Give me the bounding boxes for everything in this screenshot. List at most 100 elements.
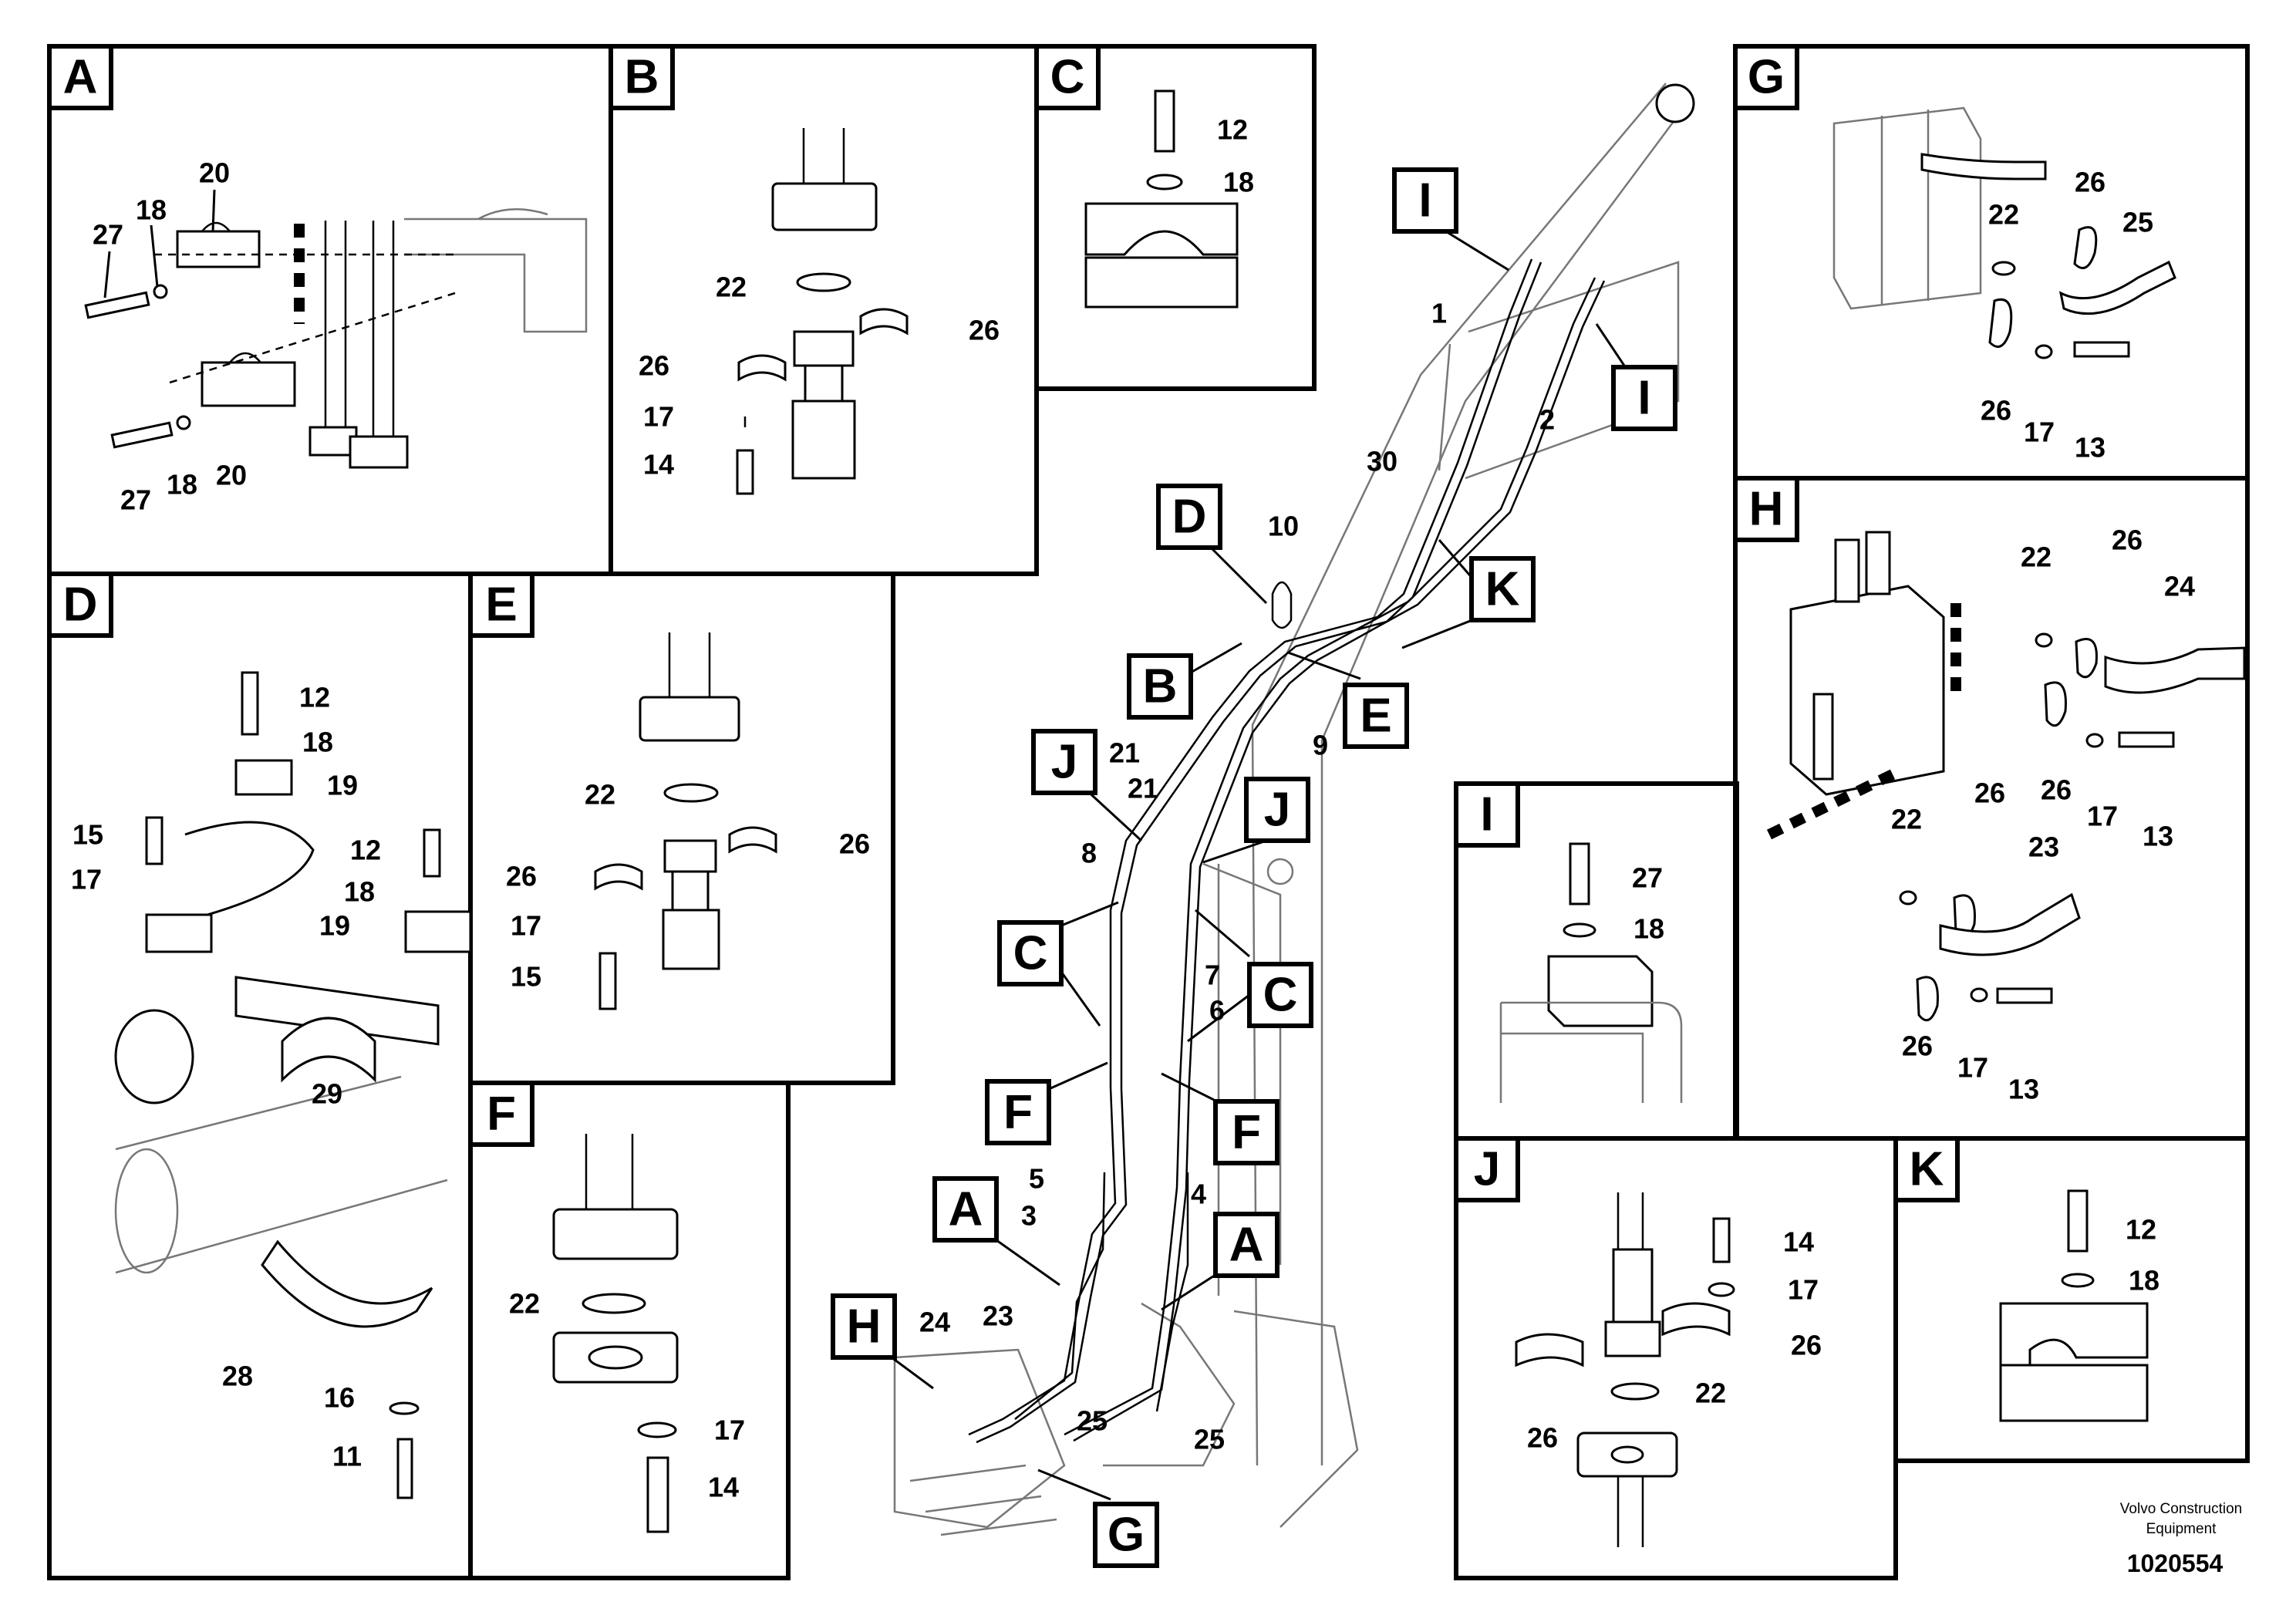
callout-e-15: 15 xyxy=(511,961,541,993)
callout-h-13-bottom: 13 xyxy=(2008,1074,2039,1105)
view-label-d: D xyxy=(1172,491,1207,544)
callout-d-12-top: 12 xyxy=(299,682,330,713)
view-label-a-right: A xyxy=(1229,1219,1264,1272)
panel-b-drawing xyxy=(736,128,909,495)
callout-h-26-upper-bottom: 26 xyxy=(1974,777,2005,809)
panel-b-frame xyxy=(609,44,1039,576)
callout-d-18-top: 18 xyxy=(302,727,333,758)
callout-a-20-top: 20 xyxy=(199,157,230,189)
panel-g-drawing xyxy=(1832,106,2176,359)
panel-label-f: F xyxy=(487,1088,516,1141)
callout-h-23: 23 xyxy=(2028,831,2059,863)
callout-k-12: 12 xyxy=(2126,1214,2156,1246)
callout-b-26-right: 26 xyxy=(969,315,1000,346)
panel-label-g: G xyxy=(1748,51,1785,104)
callout-h-26-bottom: 26 xyxy=(1902,1030,1933,1062)
callout-g-26-top: 26 xyxy=(2075,167,2106,198)
callout-h-13-mid: 13 xyxy=(2143,821,2173,852)
panel-label-e: E xyxy=(485,578,517,632)
callout-main-4: 4 xyxy=(1191,1179,1206,1210)
view-label-e: E xyxy=(1360,690,1391,743)
callout-main-2: 2 xyxy=(1539,404,1555,436)
panel-label-j: J xyxy=(1474,1143,1500,1196)
panel-label-d: D xyxy=(63,578,98,632)
panel-k-drawing xyxy=(1999,1189,2149,1422)
callout-main-21-lower: 21 xyxy=(1128,773,1158,804)
callout-d-11: 11 xyxy=(332,1441,362,1472)
panel-f-frame xyxy=(468,1081,791,1580)
panel-label-h: H xyxy=(1749,483,1784,536)
callout-main-10: 10 xyxy=(1268,511,1299,542)
callout-j-26-right: 26 xyxy=(1791,1330,1822,1361)
panel-label-a: A xyxy=(63,51,98,104)
panel-label-b: B xyxy=(625,51,659,104)
callout-j-14: 14 xyxy=(1783,1226,1814,1258)
drawing-number: 1020554 xyxy=(2127,1549,2224,1577)
callout-d-19-right: 19 xyxy=(319,910,350,942)
panel-j-drawing xyxy=(1515,1192,1735,1547)
callout-main-25-left: 25 xyxy=(1077,1405,1108,1437)
callout-d-29: 29 xyxy=(312,1078,342,1110)
view-label-g: G xyxy=(1108,1509,1145,1562)
callout-a-20-bottom: 20 xyxy=(216,460,247,491)
brand-line-2: Equipment xyxy=(2146,1521,2217,1537)
callout-d-12-right: 12 xyxy=(350,835,381,866)
callout-main-7: 7 xyxy=(1205,959,1220,991)
callout-g-13: 13 xyxy=(2075,432,2106,464)
callout-f-22: 22 xyxy=(509,1288,540,1320)
callout-e-17: 17 xyxy=(511,910,541,942)
callout-h-17-bottom: 17 xyxy=(1957,1052,1988,1084)
callout-e-26-left: 26 xyxy=(506,861,537,892)
view-label-b: B xyxy=(1143,660,1178,713)
callout-a-27-bottom: 27 xyxy=(120,484,151,516)
panel-h-drawing xyxy=(1766,531,2246,1022)
callout-g-22: 22 xyxy=(1988,199,2019,231)
view-label-i-upper: I xyxy=(1418,174,1431,228)
callout-c-18: 18 xyxy=(1223,167,1254,198)
callout-main-9: 9 xyxy=(1313,730,1328,761)
main-arm-drawing xyxy=(893,83,1695,1536)
callout-main-5: 5 xyxy=(1029,1163,1044,1195)
callout-h-26-top: 26 xyxy=(2112,524,2143,556)
view-label-a-left: A xyxy=(949,1183,983,1236)
callout-k-18: 18 xyxy=(2129,1265,2159,1297)
brand-line-1: Volvo Construction xyxy=(2120,1501,2242,1517)
callout-j-26-left: 26 xyxy=(1527,1422,1558,1454)
view-label-c-left: C xyxy=(1013,927,1048,980)
callout-h-24: 24 xyxy=(2164,571,2195,602)
callout-g-17: 17 xyxy=(2024,416,2055,448)
panel-i-drawing xyxy=(1499,842,1683,1103)
callout-b-26-left: 26 xyxy=(639,350,669,382)
callout-d-18-right: 18 xyxy=(344,876,375,908)
callout-main-6: 6 xyxy=(1209,995,1225,1027)
callout-d-16: 16 xyxy=(324,1382,355,1414)
view-label-j-left: J xyxy=(1051,736,1077,789)
view-label-f-right: F xyxy=(1232,1106,1261,1159)
callout-d-15: 15 xyxy=(72,819,103,851)
view-label-f-left: F xyxy=(1003,1086,1033,1139)
callout-e-26-right: 26 xyxy=(839,828,870,860)
callout-g-26-bottom: 26 xyxy=(1981,395,2011,427)
callout-d-17: 17 xyxy=(71,864,102,895)
callout-f-17: 17 xyxy=(714,1415,745,1446)
callout-main-21-upper: 21 xyxy=(1109,737,1140,769)
callout-g-25: 25 xyxy=(2122,207,2153,238)
callout-c-12: 12 xyxy=(1217,114,1248,146)
callout-main-8: 8 xyxy=(1081,838,1097,869)
panel-a-drawing xyxy=(84,208,588,469)
callout-main-24: 24 xyxy=(919,1307,950,1338)
callout-j-22: 22 xyxy=(1695,1378,1726,1409)
callout-h-26-mid: 26 xyxy=(2041,774,2072,806)
view-label-c-right: C xyxy=(1263,969,1298,1022)
callout-f-14: 14 xyxy=(708,1472,739,1503)
panel-d-drawing xyxy=(114,671,472,1499)
callout-e-22: 22 xyxy=(585,779,615,811)
callout-b-22: 22 xyxy=(716,271,747,303)
view-label-k: K xyxy=(1485,563,1520,616)
callout-i-27: 27 xyxy=(1632,862,1663,894)
callout-j-17: 17 xyxy=(1788,1274,1819,1306)
panel-c-drawing xyxy=(1084,89,1239,309)
panel-f-drawing xyxy=(552,1134,679,1533)
callout-i-18: 18 xyxy=(1633,913,1664,945)
